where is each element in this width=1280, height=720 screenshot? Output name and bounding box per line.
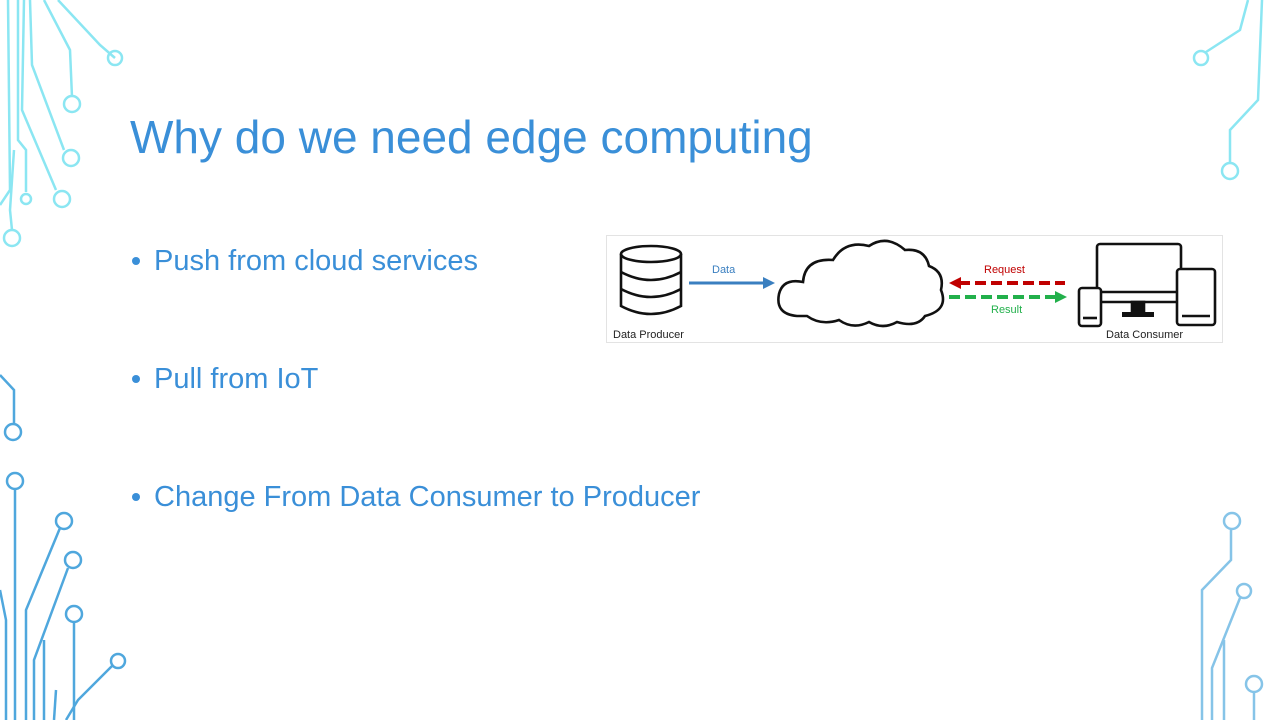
bullet-dot-icon (132, 375, 140, 383)
data-arrow-icon (689, 277, 775, 289)
slide-title: Why do we need edge computing (130, 111, 813, 163)
result-arrow-icon (949, 291, 1067, 303)
cloud-icon (777, 239, 945, 328)
bullet-text: Pull from IoT (154, 363, 319, 395)
bullet-dot-icon (132, 493, 140, 501)
edge-diagram: Data Producer Data Request Result (613, 239, 1217, 341)
database-icon (619, 244, 683, 316)
bullet-item: Change From Data Consumer to Producer (130, 481, 700, 599)
bullet-list: Push from cloud services Pull from IoT C… (130, 245, 700, 599)
bullet-item: Push from cloud services (130, 245, 700, 363)
consumer-label: Data Consumer (1106, 329, 1183, 341)
data-arrow-label: Data (712, 264, 736, 276)
bullet-text: Push from cloud services (154, 245, 478, 277)
bullet-text: Change From Data Consumer to Producer (154, 481, 701, 513)
result-label: Result (991, 304, 1022, 316)
bullet-item: Pull from IoT (130, 363, 700, 481)
producer-label: Data Producer (613, 329, 684, 341)
request-arrow-icon (949, 277, 1065, 289)
bullet-dot-icon (132, 257, 140, 265)
devices-icon (1077, 242, 1217, 328)
edge-diagram-image: Data Producer Data Request Result (606, 235, 1223, 343)
request-label: Request (984, 264, 1025, 276)
